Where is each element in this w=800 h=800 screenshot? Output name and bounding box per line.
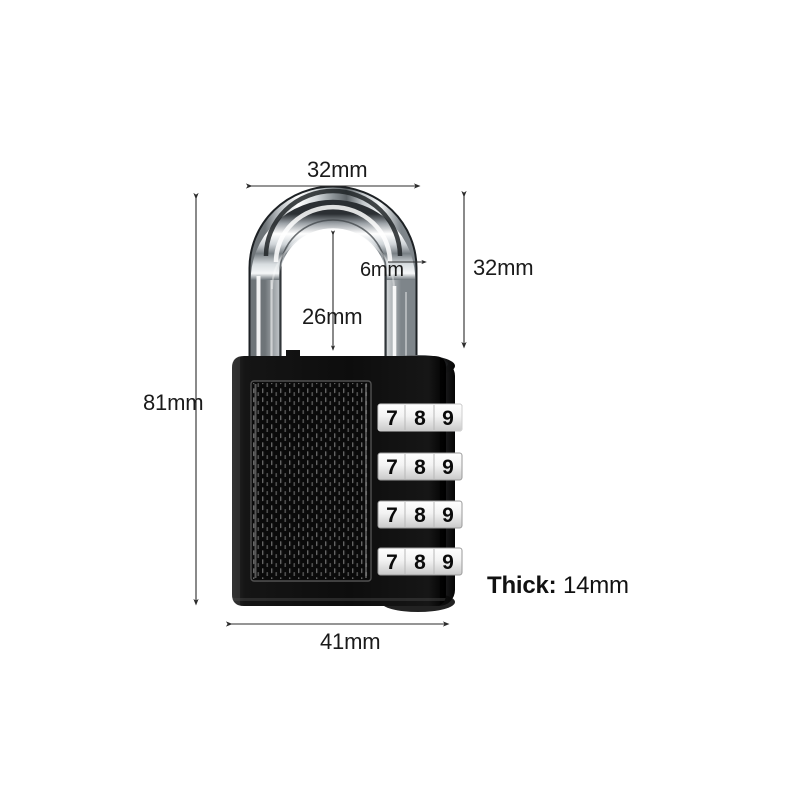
dial-wheel-4[interactable]: 7 8 9 bbox=[377, 547, 463, 576]
label-shackle-clearance: 26mm bbox=[302, 304, 363, 329]
thickness-note-label: Thick: bbox=[487, 572, 557, 599]
dial-wheel-1[interactable]: 7 8 9 bbox=[377, 403, 463, 432]
dial-digit: 7 bbox=[386, 551, 398, 574]
thickness-note-value: 14mm bbox=[556, 572, 629, 599]
label-shackle-thickness: 6mm bbox=[360, 259, 404, 281]
label-shackle-width: 32mm bbox=[307, 157, 368, 182]
label-body-width: 41mm bbox=[320, 629, 381, 654]
dial-digit: 9 bbox=[442, 456, 454, 479]
lock-body bbox=[232, 350, 446, 606]
dial-digit: 7 bbox=[386, 504, 398, 527]
dial-wheel-3[interactable]: 7 8 9 bbox=[377, 500, 463, 529]
shackle bbox=[248, 185, 418, 374]
dial-digit: 9 bbox=[442, 407, 454, 430]
dial-digit: 8 bbox=[414, 407, 426, 430]
dial-digit: 9 bbox=[442, 504, 454, 527]
dial-digit: 8 bbox=[414, 504, 426, 527]
dial-digit: 7 bbox=[386, 456, 398, 479]
label-shackle-height: 32mm bbox=[473, 255, 534, 280]
thickness-note: Thick: 14mm bbox=[487, 572, 629, 600]
dial-wheel-2[interactable]: 7 8 9 bbox=[377, 452, 463, 481]
dial-digit: 8 bbox=[414, 551, 426, 574]
dial-digit: 7 bbox=[386, 407, 398, 430]
dial-digit: 8 bbox=[414, 456, 426, 479]
label-body-height: 81mm bbox=[143, 390, 204, 415]
dial-wheels: 7 8 9 7 8 9 7 8 9 bbox=[377, 403, 463, 576]
dimension-lines bbox=[193, 183, 467, 627]
dial-digit: 9 bbox=[442, 551, 454, 574]
